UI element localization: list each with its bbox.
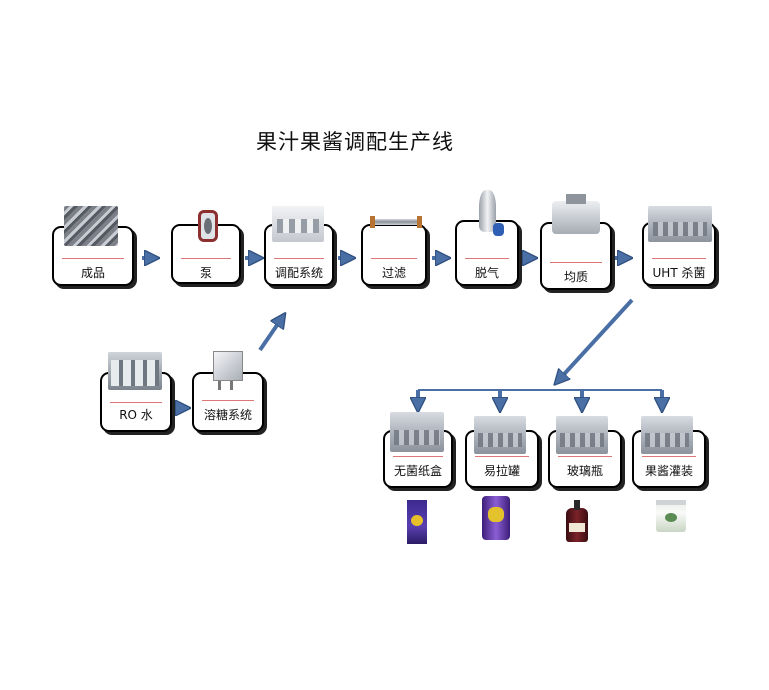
node-degas[interactable]: 脱气: [455, 220, 519, 286]
aseptic-carton-photo: [390, 412, 444, 452]
pump-photo: [188, 206, 228, 246]
jar-product: [656, 500, 686, 532]
bottle-product: [566, 500, 588, 542]
divider: [393, 456, 443, 457]
divider: [62, 258, 124, 259]
arrow-uht-to-distribution: [556, 298, 634, 383]
ro-water-photo: [108, 352, 162, 390]
can-filling-photo: [474, 416, 526, 454]
node-filter[interactable]: 过滤: [361, 224, 427, 286]
divider: [558, 456, 612, 457]
node-label: RO 水: [119, 408, 153, 422]
glass-bottle-photo: [556, 416, 608, 454]
distribution-manifold: [418, 389, 662, 410]
finished-product-photo: [64, 206, 118, 246]
node-label: 无菌纸盒: [393, 464, 442, 478]
divider: [642, 456, 696, 457]
node-label: 泵: [199, 266, 212, 280]
filter-photo: [368, 208, 424, 236]
homogenizer-photo: [544, 192, 608, 240]
divider: [371, 258, 417, 259]
jam-filling-photo: [641, 416, 693, 454]
divider: [181, 258, 231, 259]
node-label: 易拉罐: [483, 464, 520, 478]
node-label: 玻璃瓶: [566, 464, 603, 478]
node-label: 果酱灌装: [644, 464, 693, 478]
uht-sterilizer-photo: [648, 206, 712, 242]
carton-product: [407, 500, 427, 544]
divider: [110, 402, 162, 403]
divider: [202, 400, 254, 401]
node-label: UHT 杀菌: [652, 266, 706, 280]
divider: [465, 258, 509, 259]
divider: [652, 258, 706, 259]
divider: [475, 456, 529, 457]
can-product: [482, 496, 510, 540]
degasser-photo: [462, 184, 518, 240]
node-label: 溶糖系统: [203, 408, 252, 422]
divider: [274, 258, 324, 259]
node-label: 成品: [80, 266, 105, 280]
blending-system-photo: [272, 206, 324, 242]
node-label: 均质: [563, 270, 588, 284]
node-label: 脱气: [474, 266, 499, 280]
divider: [550, 262, 602, 263]
node-label: 调配系统: [274, 266, 323, 280]
node-label: 过滤: [381, 266, 406, 280]
arrow-sugar-to-blending: [258, 315, 284, 352]
sugar-dissolving-photo: [202, 344, 254, 392]
diagram-title: 果汁果酱调配生产线: [256, 130, 454, 154]
